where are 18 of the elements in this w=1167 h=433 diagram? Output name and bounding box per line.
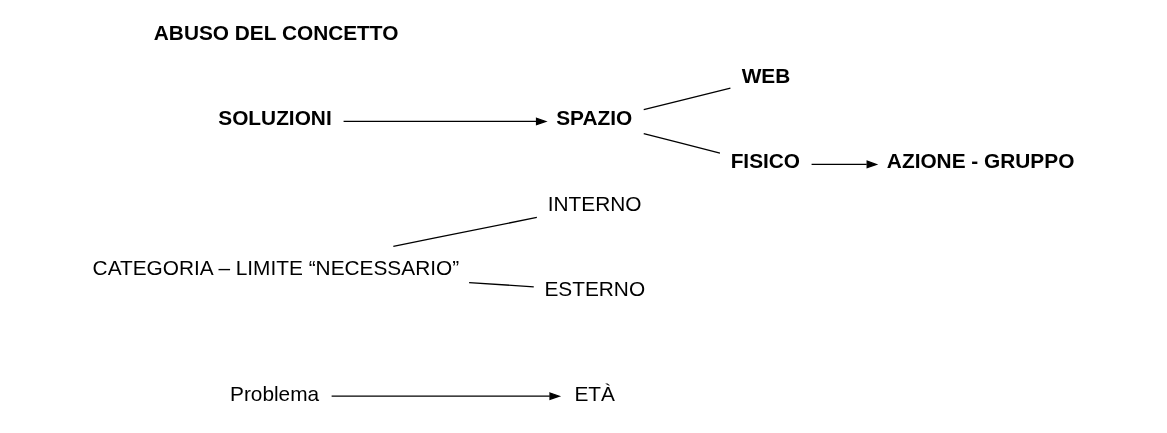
node-text: FISICO [730, 149, 801, 173]
arrow [342, 117, 548, 126]
arrow [810, 160, 879, 169]
connector [468, 281, 535, 288]
node-text: ESTERNO [544, 276, 646, 300]
label: ABUSO DEL CONCETTO [153, 21, 399, 45]
node-text: AZIONE - GRUPPO [886, 149, 1075, 173]
node-text: SPAZIO [556, 106, 633, 130]
node-text: SOLUZIONI [218, 106, 332, 130]
arrow [330, 392, 562, 401]
node-text: WEB [741, 64, 791, 88]
node-text: INTERNO [547, 192, 642, 216]
node-text: ETÀ [574, 382, 615, 406]
node-text: Problema [229, 382, 320, 406]
connector [392, 216, 538, 248]
connector [643, 133, 721, 154]
node-text: CATEGORIA – LIMITE “NECESSARIO” [92, 255, 460, 279]
connector [643, 87, 732, 111]
